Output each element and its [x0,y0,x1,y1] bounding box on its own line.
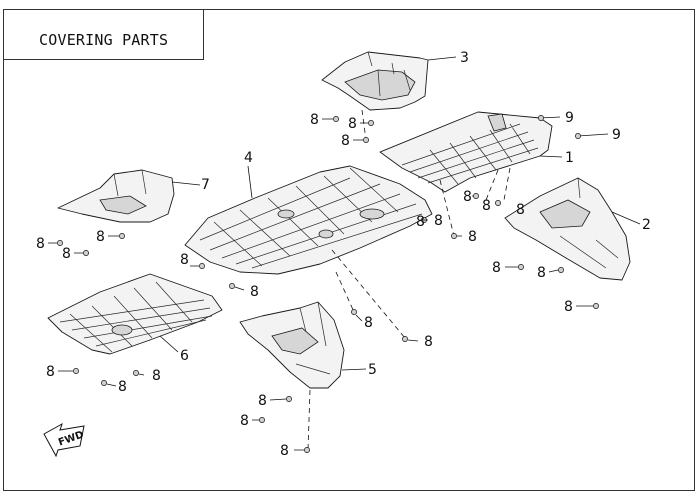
callout-8: 8 [46,364,55,380]
callout-8: 8 [250,284,259,300]
callout-8: 8 [240,413,249,429]
callout-4: 4 [244,150,253,166]
callout-8: 8 [416,214,425,230]
callout-8: 8 [118,379,127,395]
part-1-skid-plate [379,111,553,193]
callout-8: 8 [364,315,373,331]
part-6-left-floor [47,273,223,355]
diagram-title: COVERING PARTS [39,31,169,49]
callout-8: 8 [258,393,267,409]
part-2-side-guard [504,177,631,281]
bolt-group [57,115,599,453]
callout-8: 8 [482,198,491,214]
callout-9-top: 9 [565,110,574,126]
callout-8: 8 [96,229,105,245]
callout-7: 7 [201,177,210,193]
callout-3: 3 [460,50,469,66]
callout-8: 8 [62,246,71,262]
part-3-guard [321,51,429,111]
callout-8: 8 [341,133,350,149]
callout-8: 8 [36,236,45,252]
callout-8: 8 [516,202,525,218]
part-4-main-floor [184,165,433,275]
diagram-frame [3,9,695,491]
callout-8: 8 [180,252,189,268]
callout-8: 8 [537,265,546,281]
callout-8: 8 [564,299,573,315]
callout-8: 8 [280,443,289,459]
part-5-lower-guard [239,301,345,389]
callout-8: 8 [348,116,357,132]
callout-8: 8 [152,368,161,384]
callout-9-right: 9 [612,127,621,143]
callout-8: 8 [310,112,319,128]
callout-2: 2 [642,217,651,233]
callout-5: 5 [368,362,377,378]
title-box: COVERING PARTS [3,9,204,60]
callout-8: 8 [434,213,443,229]
callout-8: 8 [492,260,501,276]
forward-arrow-icon: FWD [43,422,85,458]
callout-6: 6 [180,348,189,364]
callout-8: 8 [424,334,433,350]
callout-1: 1 [565,150,574,166]
callout-8: 8 [463,189,472,205]
callout-8: 8 [468,229,477,245]
part-7-left-guard [57,169,175,223]
